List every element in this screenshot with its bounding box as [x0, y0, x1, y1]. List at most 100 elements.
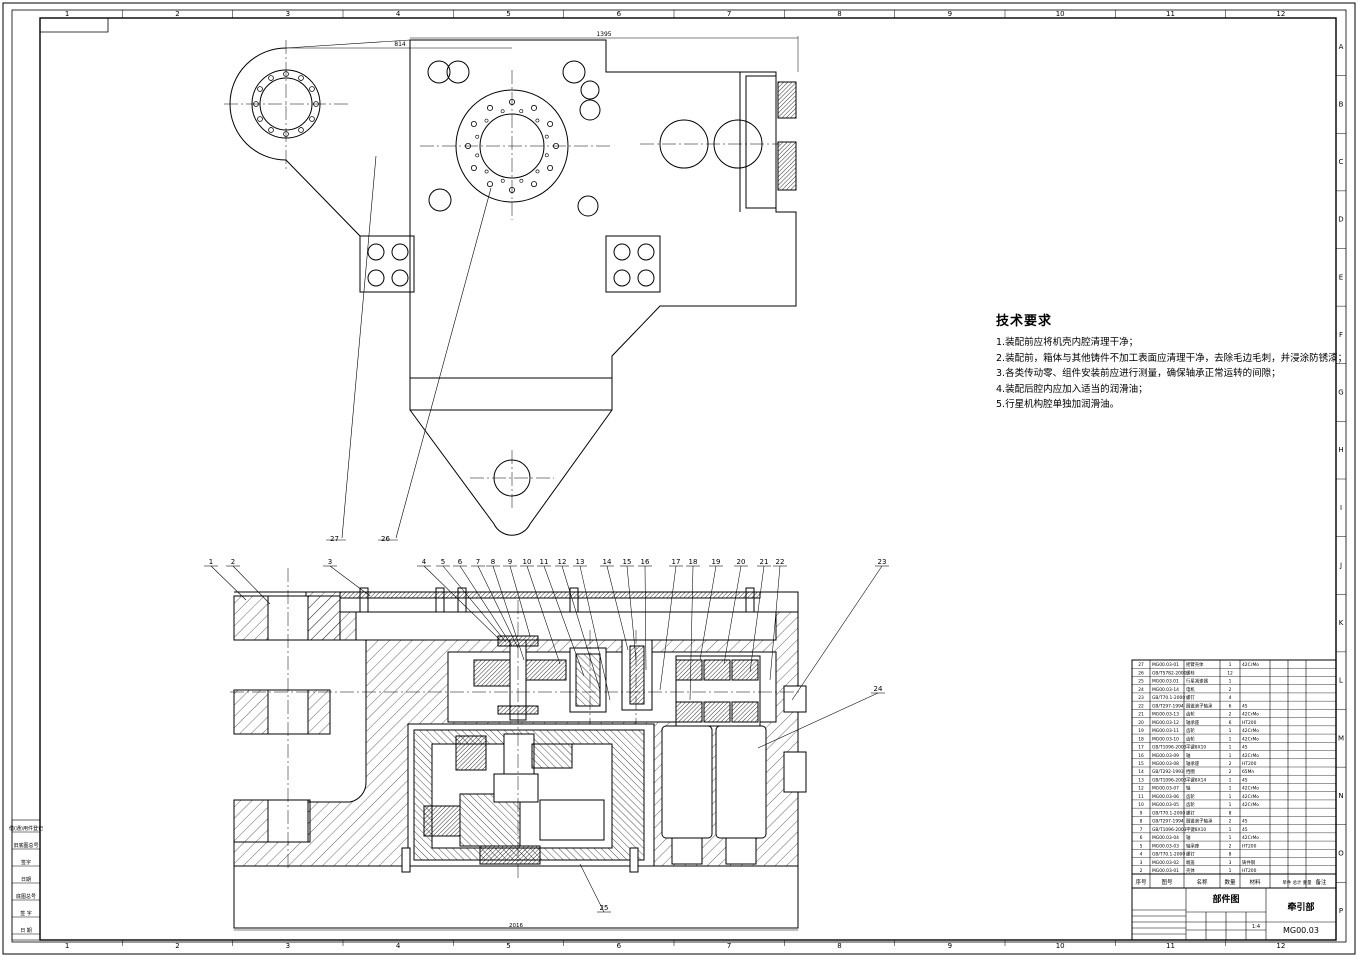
- grid-row-O: O: [1338, 850, 1344, 858]
- leader-line: [477, 565, 519, 649]
- bom-qty: 1: [1229, 728, 1232, 734]
- bom-material: 42CrMo: [1242, 794, 1259, 800]
- bom-name: 轴承座: [1186, 842, 1200, 849]
- bolt-hole: [268, 75, 274, 81]
- requirement-3: 3.各类传动零、组件安装前应进行测量，确保轴承正常运转的间隙；: [996, 368, 1281, 379]
- leader-line: [442, 565, 507, 643]
- bom-name: 齿轮: [1186, 793, 1195, 800]
- bom-qty: 2: [1229, 769, 1232, 775]
- grid-row-D: D: [1338, 216, 1343, 224]
- bom-material: HT200: [1242, 761, 1257, 767]
- bom-code: GB/T70.1-2000: [1152, 810, 1185, 816]
- grid-col-top-3: 3: [286, 10, 290, 18]
- bom-qty: 1: [1229, 745, 1232, 751]
- bom-qty: 1: [1229, 736, 1232, 742]
- grid-col-top-2: 2: [175, 10, 179, 18]
- bom-qty: 1: [1229, 835, 1232, 841]
- grid-col-top-8: 8: [837, 10, 841, 18]
- callout-26: 26: [381, 535, 390, 543]
- bom-seq: 22: [1138, 703, 1144, 709]
- bom-seq: 17: [1138, 745, 1144, 751]
- leader-line: [689, 565, 694, 701]
- leader-line: [606, 565, 629, 651]
- leader-line: [423, 565, 501, 641]
- grid-col-bottom-5: 5: [506, 942, 510, 950]
- bom-code: GB/T297-1994: [1152, 703, 1184, 709]
- bolt-hole: [500, 178, 505, 183]
- grid-col-bottom-10: 10: [1056, 942, 1065, 950]
- bom-material: 45: [1242, 777, 1248, 783]
- grid-col-top-6: 6: [617, 10, 622, 18]
- bom-name: 轴: [1186, 785, 1191, 792]
- bom-name: 螺钉: [1186, 851, 1195, 858]
- bom-header-weight: 单件 总计 重量: [1282, 879, 1312, 886]
- grid-row-E: E: [1339, 273, 1343, 281]
- dimension-814: 814: [394, 41, 406, 48]
- bom-qty: 1: [1229, 802, 1232, 808]
- bom-material: 42CrMo: [1242, 786, 1259, 792]
- bom-name: 平键8X14: [1186, 776, 1206, 783]
- callout-22: 22: [776, 558, 785, 566]
- bom-header-qty: 数量: [1224, 878, 1236, 886]
- leader-line: [749, 565, 765, 673]
- bom-seq: 16: [1138, 753, 1144, 759]
- callout-10: 10: [523, 558, 532, 566]
- grid-row-B: B: [1339, 100, 1344, 108]
- grid-row-P: P: [1339, 907, 1343, 915]
- bom-qty: 2: [1229, 687, 1232, 693]
- bom-seq: 23: [1138, 695, 1144, 701]
- callout-13: 13: [576, 558, 585, 566]
- callout-4: 4: [422, 558, 427, 566]
- callout-21: 21: [760, 558, 769, 566]
- grid-row-K: K: [1339, 619, 1344, 627]
- section-leaders: [204, 565, 889, 913]
- bom-code: MG00.03-01: [1152, 868, 1179, 874]
- bom-name: 圆锥滚子轴承: [1186, 702, 1213, 709]
- callout-14: 14: [603, 558, 612, 566]
- bom-header-seq: 序号: [1135, 878, 1147, 886]
- leader-line: [329, 565, 371, 597]
- bolt-hole: [309, 116, 315, 122]
- leader-line: [699, 565, 717, 661]
- bom-code: MG00.03-07: [1152, 786, 1179, 792]
- grid-col-bottom-3: 3: [286, 942, 290, 950]
- leader-line: [769, 565, 781, 681]
- bom-code: GB/T1096-2003: [1152, 777, 1187, 783]
- bolt-hole: [257, 86, 263, 92]
- bolt-hole: [257, 116, 263, 122]
- callout-15: 15: [623, 558, 632, 566]
- leader-line: [626, 565, 637, 661]
- bom-name: 齿轮: [1186, 727, 1195, 734]
- bom-qty: 2: [1229, 819, 1232, 825]
- bom-material: 42CrMo: [1242, 736, 1259, 742]
- bom-name: 圆锥滚子轴承: [1186, 818, 1213, 825]
- bolt-hole: [298, 75, 304, 81]
- bom-name: 壳体: [1186, 867, 1195, 874]
- bom-seq: 7: [1140, 827, 1143, 833]
- bom-qty: 2: [1229, 843, 1232, 849]
- bom-name: 齿轮: [1186, 735, 1195, 742]
- grid-row-F: F: [1339, 331, 1343, 339]
- bom-seq: 6: [1140, 835, 1143, 841]
- requirement-5: 5.行星机构腔单独加润滑油。: [996, 399, 1120, 410]
- bom-qty: 1: [1229, 679, 1232, 685]
- bom-code: MG00.03-05: [1152, 802, 1179, 808]
- bom-code: GB/T5782-2000: [1152, 670, 1187, 676]
- bom-code: GB/T70.1-2000: [1152, 695, 1185, 701]
- grid-col-bottom-4: 4: [396, 942, 401, 950]
- bom-qty: 3: [1229, 860, 1232, 866]
- bom-material: 42CrMo: [1242, 712, 1259, 718]
- callout-5: 5: [441, 558, 445, 566]
- technical-requirements: 技术要求 1.装配前应将机壳内腔清理干净； 2.装配前，箱体与其他铸件不加工表面…: [996, 310, 1347, 413]
- bom-seq: 19: [1138, 728, 1144, 734]
- grid-row-J: J: [1339, 561, 1342, 569]
